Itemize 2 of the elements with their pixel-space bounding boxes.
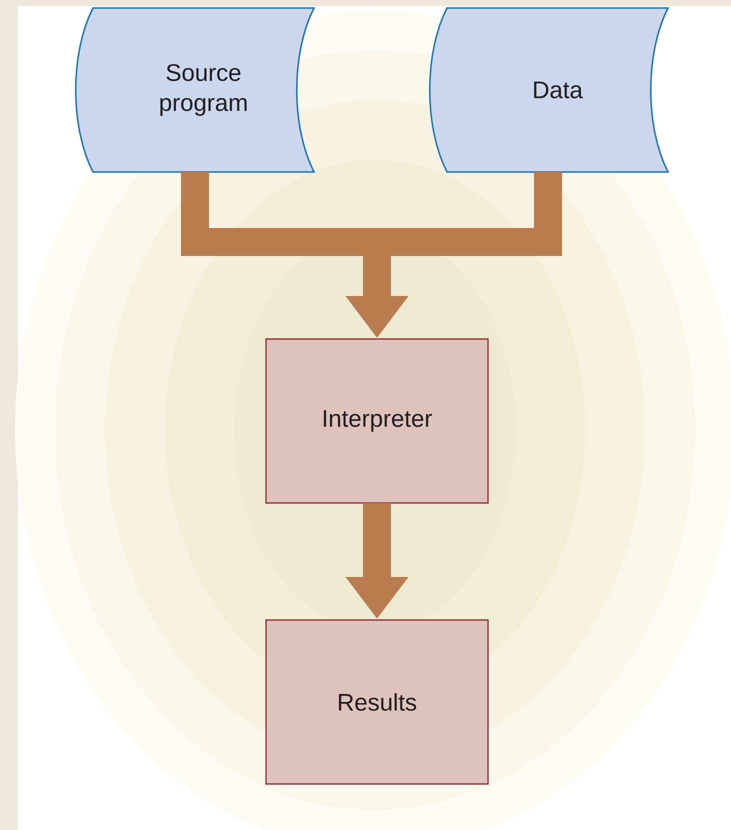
process-box: Results bbox=[265, 619, 489, 785]
process-box: Interpreter bbox=[265, 338, 489, 504]
